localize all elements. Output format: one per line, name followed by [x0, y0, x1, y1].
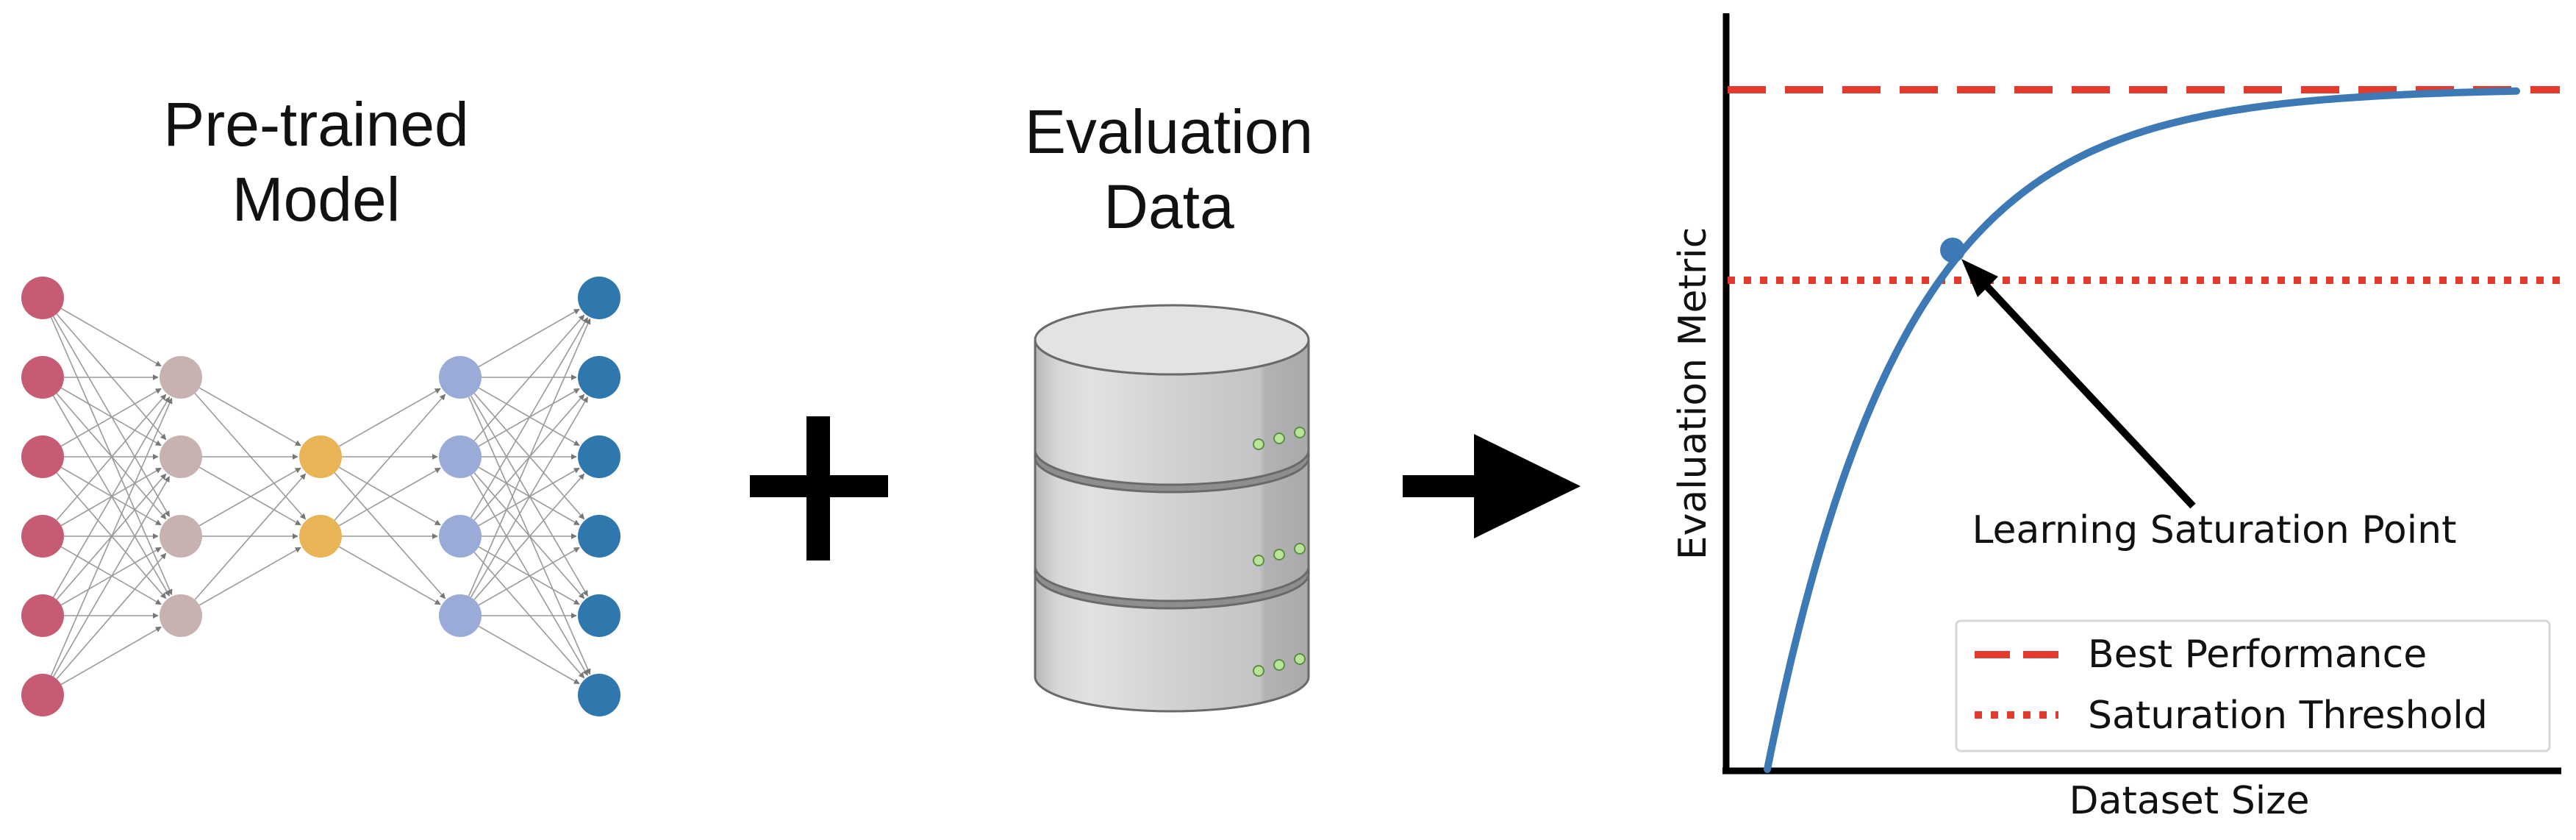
network-edge [468, 318, 591, 597]
right-arrow-icon [1403, 434, 1581, 538]
network-node [21, 356, 64, 399]
network-edge [56, 394, 167, 521]
network-edge [338, 388, 441, 447]
data-title: Evaluation Data [948, 94, 1389, 244]
network-edge [198, 387, 301, 446]
network-edge [60, 307, 162, 367]
legend: Best Performance Saturation Threshold [1955, 619, 2551, 752]
database-disk [1034, 339, 1310, 486]
annotation-label: Learning Saturation Point [1972, 508, 2457, 552]
network-edge [198, 547, 301, 606]
network-edge [478, 546, 580, 605]
network-edge [470, 396, 589, 598]
database-disk [1034, 563, 1310, 713]
network-node [21, 277, 64, 319]
network-node [439, 356, 482, 399]
network-edge [478, 625, 580, 685]
data-title-line1: Evaluation [1024, 97, 1314, 166]
saturation-chart: Learning Saturation Point Dataset Size E… [1671, 13, 2561, 823]
network-node [578, 356, 620, 399]
network-edge [194, 473, 307, 600]
network-edge [198, 466, 301, 526]
disk-body [1034, 457, 1310, 602]
network-edge [473, 473, 585, 600]
network-edge [60, 388, 162, 447]
learning-curve [1764, 87, 2520, 773]
network-edge [60, 387, 162, 446]
network-edge [60, 546, 162, 605]
legend-box [1955, 619, 2551, 752]
status-light-icon [1294, 543, 1306, 555]
network-node [160, 515, 202, 558]
network-node [299, 515, 342, 558]
network-edge [50, 397, 173, 676]
legend-label-threshold: Saturation Threshold [2088, 694, 2488, 738]
annotation-arrow [1978, 277, 2196, 509]
network-node [578, 435, 620, 478]
network-node [578, 277, 620, 319]
network-edge [478, 547, 580, 606]
network-edge [338, 467, 441, 527]
network-node [21, 435, 64, 478]
database-top [1034, 304, 1310, 376]
status-light-icon [1253, 438, 1264, 450]
data-title-line2: Data [1103, 172, 1234, 241]
network-edge [60, 626, 162, 686]
network-edge [473, 314, 585, 441]
status-light-icon [1253, 665, 1264, 677]
network-edge [478, 466, 580, 526]
y-axis-label: Evaluation Metric [1671, 227, 1715, 560]
network-node [21, 594, 64, 637]
network-nodes [21, 277, 620, 716]
network-node [439, 435, 482, 478]
network-edge [334, 394, 446, 521]
plus-icon [750, 416, 888, 560]
network-edge [60, 466, 162, 526]
network-edge [52, 396, 171, 598]
network-edge [198, 467, 301, 527]
status-light-icon [1273, 433, 1285, 444]
annotation-arrowhead [1961, 259, 1998, 297]
model-title-line1: Pre-trained [163, 90, 469, 159]
network-node [439, 515, 482, 558]
network-edge [56, 552, 167, 680]
network-node [21, 674, 64, 716]
network-node [299, 435, 342, 478]
network-node [160, 435, 202, 478]
model-title-line2: Model [232, 165, 401, 234]
network-node [578, 515, 620, 558]
status-light-icon [1273, 659, 1285, 671]
network-node [439, 594, 482, 637]
database-disk [1034, 446, 1310, 602]
network-edge [470, 317, 589, 519]
network-node [160, 594, 202, 637]
status-light-icon [1253, 555, 1264, 566]
network-edge [478, 387, 580, 446]
network-node [160, 356, 202, 399]
database-icon [1034, 304, 1310, 713]
network-node [21, 515, 64, 558]
network-edge [478, 308, 580, 368]
status-light-icon [1273, 549, 1285, 560]
legend-label-best: Best Performance [2088, 633, 2427, 677]
disk-body [1034, 573, 1310, 713]
network-edge [338, 546, 441, 605]
saturation-point-marker [1940, 238, 1965, 263]
network-edge [338, 466, 441, 526]
x-axis-label: Dataset Size [2069, 779, 2310, 823]
network-edge [52, 476, 171, 677]
network-node [578, 594, 620, 637]
network-connections [50, 307, 591, 686]
status-light-icon [1294, 653, 1306, 665]
status-light-icon [1294, 427, 1306, 438]
model-title: Pre-trained Model [96, 87, 537, 237]
network-node [578, 674, 620, 716]
